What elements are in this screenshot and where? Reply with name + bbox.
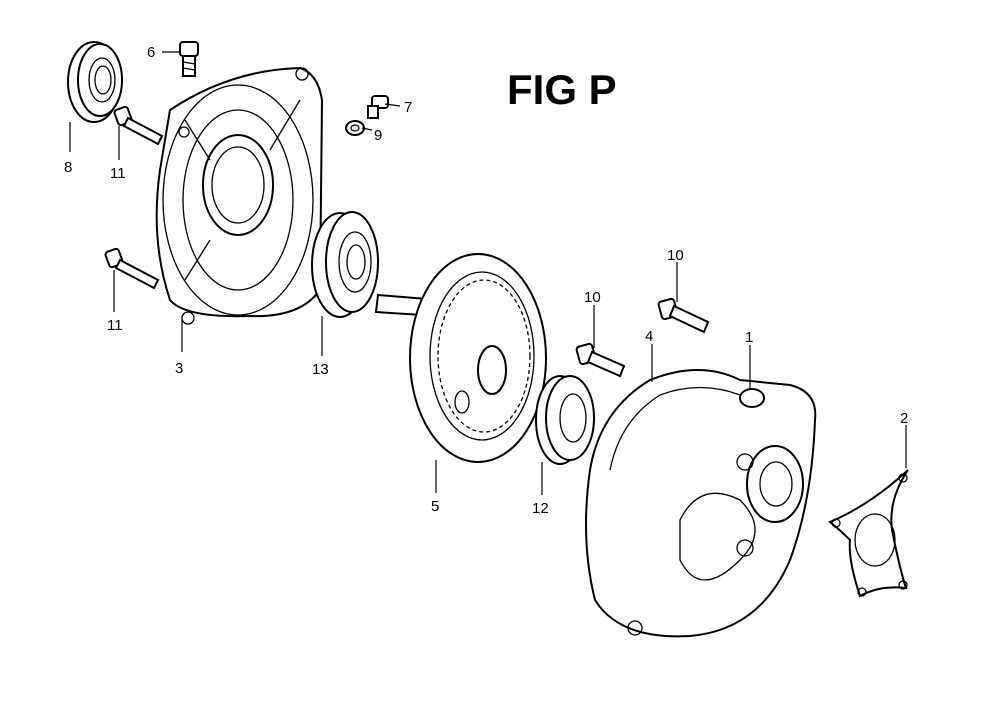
part-1-boss [739, 388, 765, 408]
part-13-bearing [311, 211, 379, 318]
callout-9: 9 [374, 127, 382, 144]
callout-10-left: 10 [584, 289, 601, 306]
part-7-bolt [367, 95, 389, 119]
part-12-bearing [535, 375, 595, 465]
part-11-bolt-lower [104, 247, 160, 290]
callout-11-lower: 11 [107, 317, 123, 334]
callout-11-upper: 11 [110, 165, 126, 182]
callout-8: 8 [64, 159, 72, 176]
figure-title: FIG P [507, 66, 617, 113]
part-8-oil-seal [67, 41, 123, 123]
callout-10-right: 10 [667, 247, 684, 264]
callout-4: 4 [645, 328, 653, 345]
part-2-gasket [828, 469, 909, 598]
callout-2: 2 [900, 410, 908, 427]
part-10-bolt-right [657, 297, 710, 334]
part-4-front-case [585, 369, 817, 638]
callout-labels: 6 7 9 8 11 11 3 13 5 12 10 10 4 1 2 [64, 44, 908, 517]
part-9-washer [345, 120, 365, 136]
callout-7: 7 [404, 99, 412, 116]
part-10-bolt-left [575, 342, 626, 378]
part-5-ring-gear [374, 253, 547, 463]
callout-6: 6 [147, 44, 155, 61]
part-11-bolt-upper [113, 105, 164, 146]
part-3-housing [155, 66, 324, 325]
callout-3: 3 [175, 360, 183, 377]
callout-12: 12 [532, 500, 549, 517]
part-6-bolt [179, 41, 199, 77]
callout-5: 5 [431, 498, 439, 515]
callout-13: 13 [312, 361, 329, 378]
leader-lines [69, 51, 907, 495]
callout-1: 1 [745, 329, 753, 346]
